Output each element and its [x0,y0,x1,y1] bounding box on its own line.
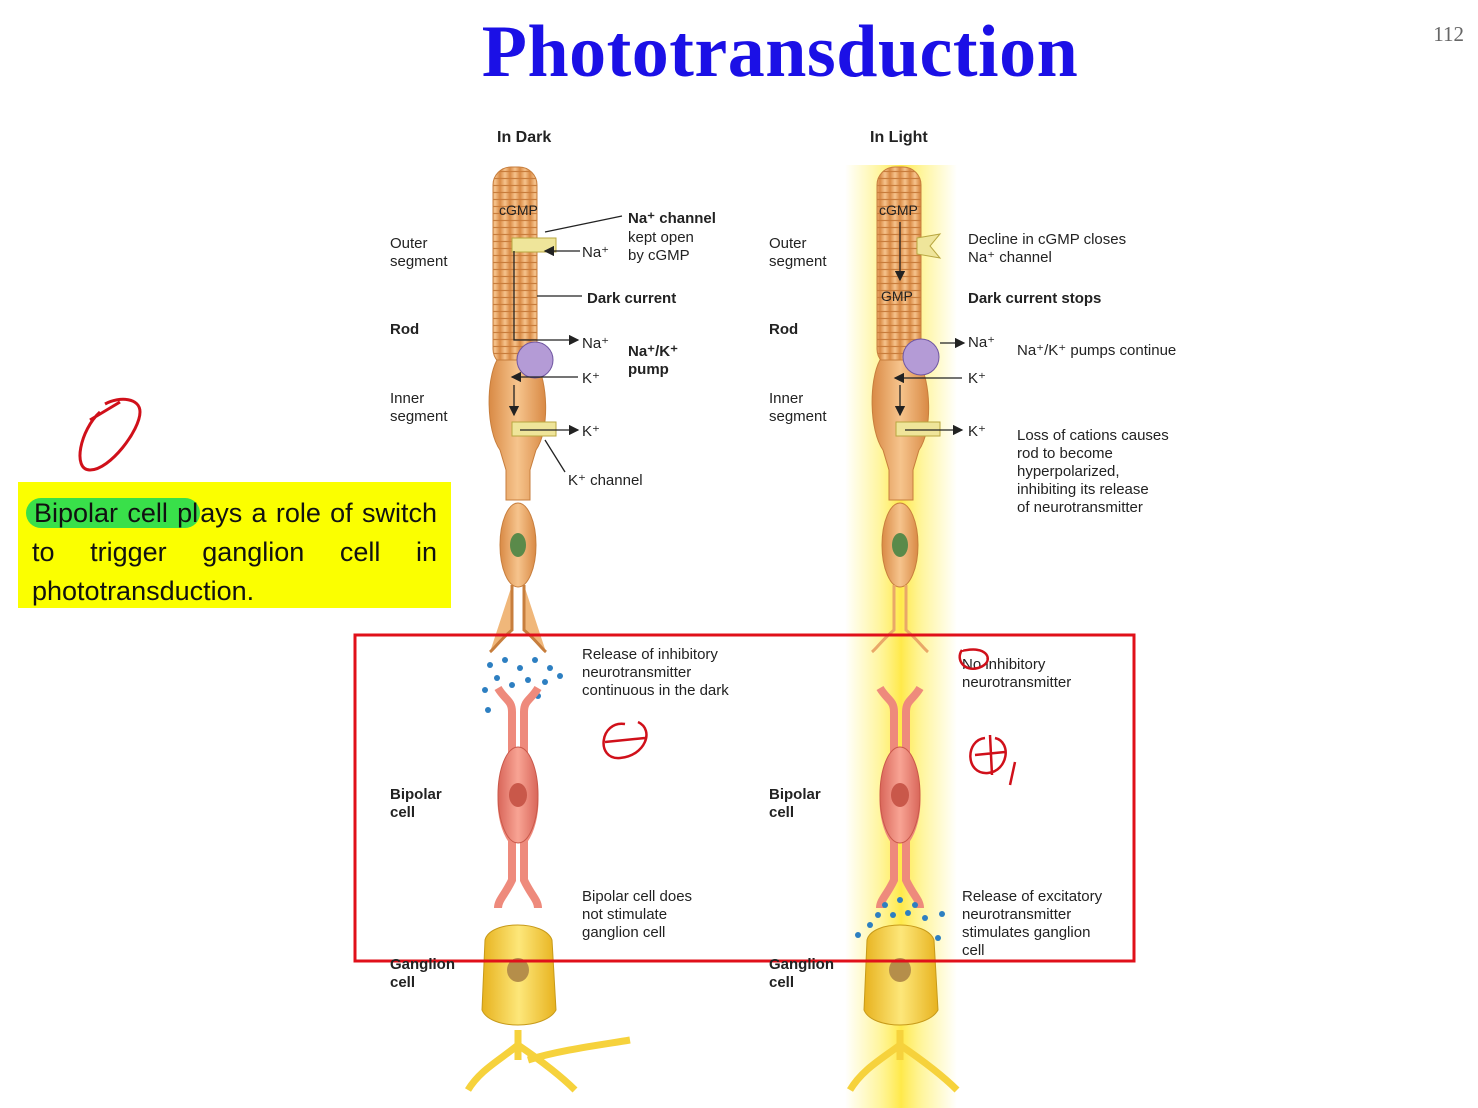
dark-rod-cell [488,166,557,654]
light-arrows [893,222,966,436]
note-highlight: Bipolar cell pl [26,498,201,528]
light-inner-segment-label: Inner segment [769,390,827,425]
dark-k-channel-label: K⁺ channel [568,472,643,489]
dark-no-stim-label: Bipolar cell does not stimulate ganglion… [582,888,693,941]
bipolar-note: Bipolar cell plays a role of switch to t… [18,482,451,608]
light-rod-cell [871,166,942,654]
light-ganglion-label: Ganglion cell [769,956,834,991]
light-rod-label: Rod [769,321,799,338]
dark-ganglion-cell [464,924,631,1093]
light-cgmp-label: cGMP [879,202,918,218]
dark-release-label: Release of inhibitory neurotransmitter c… [582,646,729,699]
dark-pump-label: Na⁺/K⁺ pump [628,343,679,378]
dark-bipolar-label: Bipolar cell [390,786,442,821]
dark-k-channel-ion: K⁺ [582,423,600,440]
light-neurotransmitter-dots [855,897,945,941]
light-na-pump: Na⁺ [968,334,996,351]
light-k-channel-ion: K⁺ [968,423,986,440]
light-outer-segment-label: Outer segment [769,235,827,270]
excitatory-release-label: Release of excitatory neurotransmitter s… [962,888,1103,959]
dark-ganglion-label: Ganglion cell [390,956,455,991]
light-gmp-label: GMP [881,288,913,304]
pumps-continue-label: Na⁺/K⁺ pumps continue [1017,342,1177,359]
light-bipolar-label: Bipolar cell [769,786,821,821]
na-channel-desc: kept open by cGMP [628,229,694,264]
dark-na-in: Na⁺ [582,244,610,261]
slide-title: Phototransduction [481,11,1079,93]
heading-in-dark: In Dark [497,129,552,146]
light-ganglion-cell [846,924,960,1093]
heading-in-light: In Light [870,129,928,146]
dark-outer-segment-label: Outer segment [390,235,448,270]
slide-number: 112 [1433,22,1464,46]
dark-k-pump: K⁺ [582,370,600,387]
highlight-box [353,633,1136,963]
dark-current-stops-label: Dark current stops [968,290,1102,307]
dark-na-pump: Na⁺ [582,335,610,352]
dark-neurotransmitter-dots [482,657,563,713]
decline-label: Decline in cGMP closes Na⁺ channel [968,231,1127,266]
na-channel-title: Na⁺ channel [628,210,716,227]
loss-of-cations-label: Loss of cations causes rod to become hyp… [1017,427,1169,516]
light-k-pump: K⁺ [968,370,986,387]
dark-bipolar-cell [494,685,542,909]
dark-cgmp-label: cGMP [499,202,538,218]
dark-current-label: Dark current [587,290,677,307]
note-text: ays a role of switch to trigger ganglion… [32,498,437,606]
dark-rod-label: Rod [390,321,420,338]
no-inhibitory-label: No inhibitory neurotransmitter [962,656,1072,691]
dark-inner-segment-label: Inner segment [390,390,448,425]
dark-arrows [508,215,623,473]
light-bipolar-cell [876,685,924,909]
